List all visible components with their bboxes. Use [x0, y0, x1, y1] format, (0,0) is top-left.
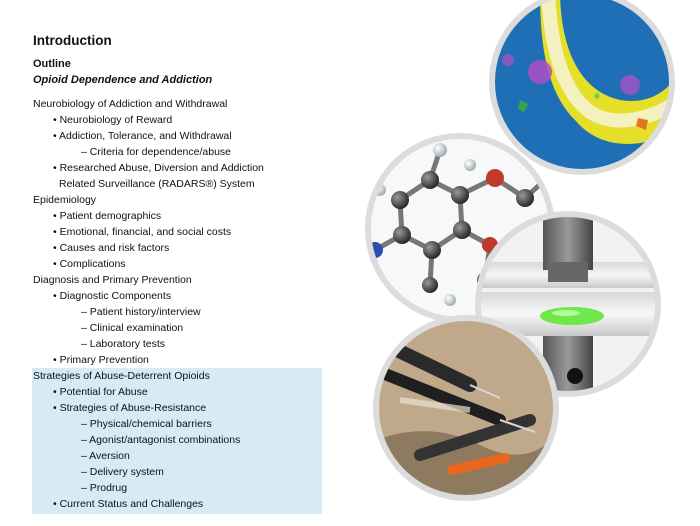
- outline-item-level-3: – Agonist/antagonist combinations: [81, 434, 241, 446]
- outline-item-level-2: • Neurobiology of Reward: [53, 114, 173, 126]
- outline-item-level-1: Epidemiology: [33, 194, 97, 206]
- outline-item-level-2: • Diagnostic Components: [53, 290, 172, 302]
- outline-item-level-3: – Delivery system: [81, 466, 164, 478]
- outline-item-level-1: Diagnosis and Primary Prevention: [33, 274, 192, 286]
- outline-item-level-3: – Patient history/interview: [81, 306, 201, 318]
- outline-item-level-3: – Prodrug: [81, 482, 128, 494]
- outline-label: Outline: [33, 58, 71, 70]
- outline-item-level-3: – Physical/chemical barriers: [81, 418, 212, 430]
- outline-item-level-3: – Criteria for dependence/abuse: [81, 146, 232, 158]
- highlighted-section-background: [32, 368, 322, 514]
- outline-item-level-2: • Patient demographics: [53, 210, 162, 222]
- outline-item-level-2: • Potential for Abuse: [53, 386, 148, 398]
- outline-item-level-2: • Emotional, financial, and social costs: [53, 226, 232, 238]
- outline-item-level-2: • Strategies of Abuse-Resistance: [53, 402, 207, 414]
- outline-item-level-3: – Clinical examination: [81, 322, 184, 334]
- outline-item-level-1: Strategies of Abuse-Deterrent Opioids: [33, 370, 210, 382]
- outline-item-level-2: • Addiction, Tolerance, and Withdrawal: [53, 130, 232, 142]
- outline-item-level-2: • Causes and risk factors: [53, 242, 170, 254]
- outline-list: Neurobiology of Addiction and Withdrawal…: [33, 96, 333, 512]
- outline-item-level-2: • Current Status and Challenges: [53, 498, 204, 510]
- synapse-image: [489, 0, 675, 175]
- outline-item-level-2: • Complications: [53, 258, 126, 270]
- outline-item-level-2: • Researched Abuse, Diversion and Addict…: [53, 162, 264, 190]
- syringes-image: [373, 315, 559, 501]
- page-title: Introduction: [33, 33, 112, 48]
- outline-item-level-3: – Laboratory tests: [81, 338, 166, 350]
- outline-item-level-3: – Aversion: [81, 450, 130, 462]
- outline-item-level-2: • Primary Prevention: [53, 354, 149, 366]
- outline-item-level-1: Neurobiology of Addiction and Withdrawal: [33, 98, 228, 110]
- page-subtitle: Opioid Dependence and Addiction: [33, 74, 213, 86]
